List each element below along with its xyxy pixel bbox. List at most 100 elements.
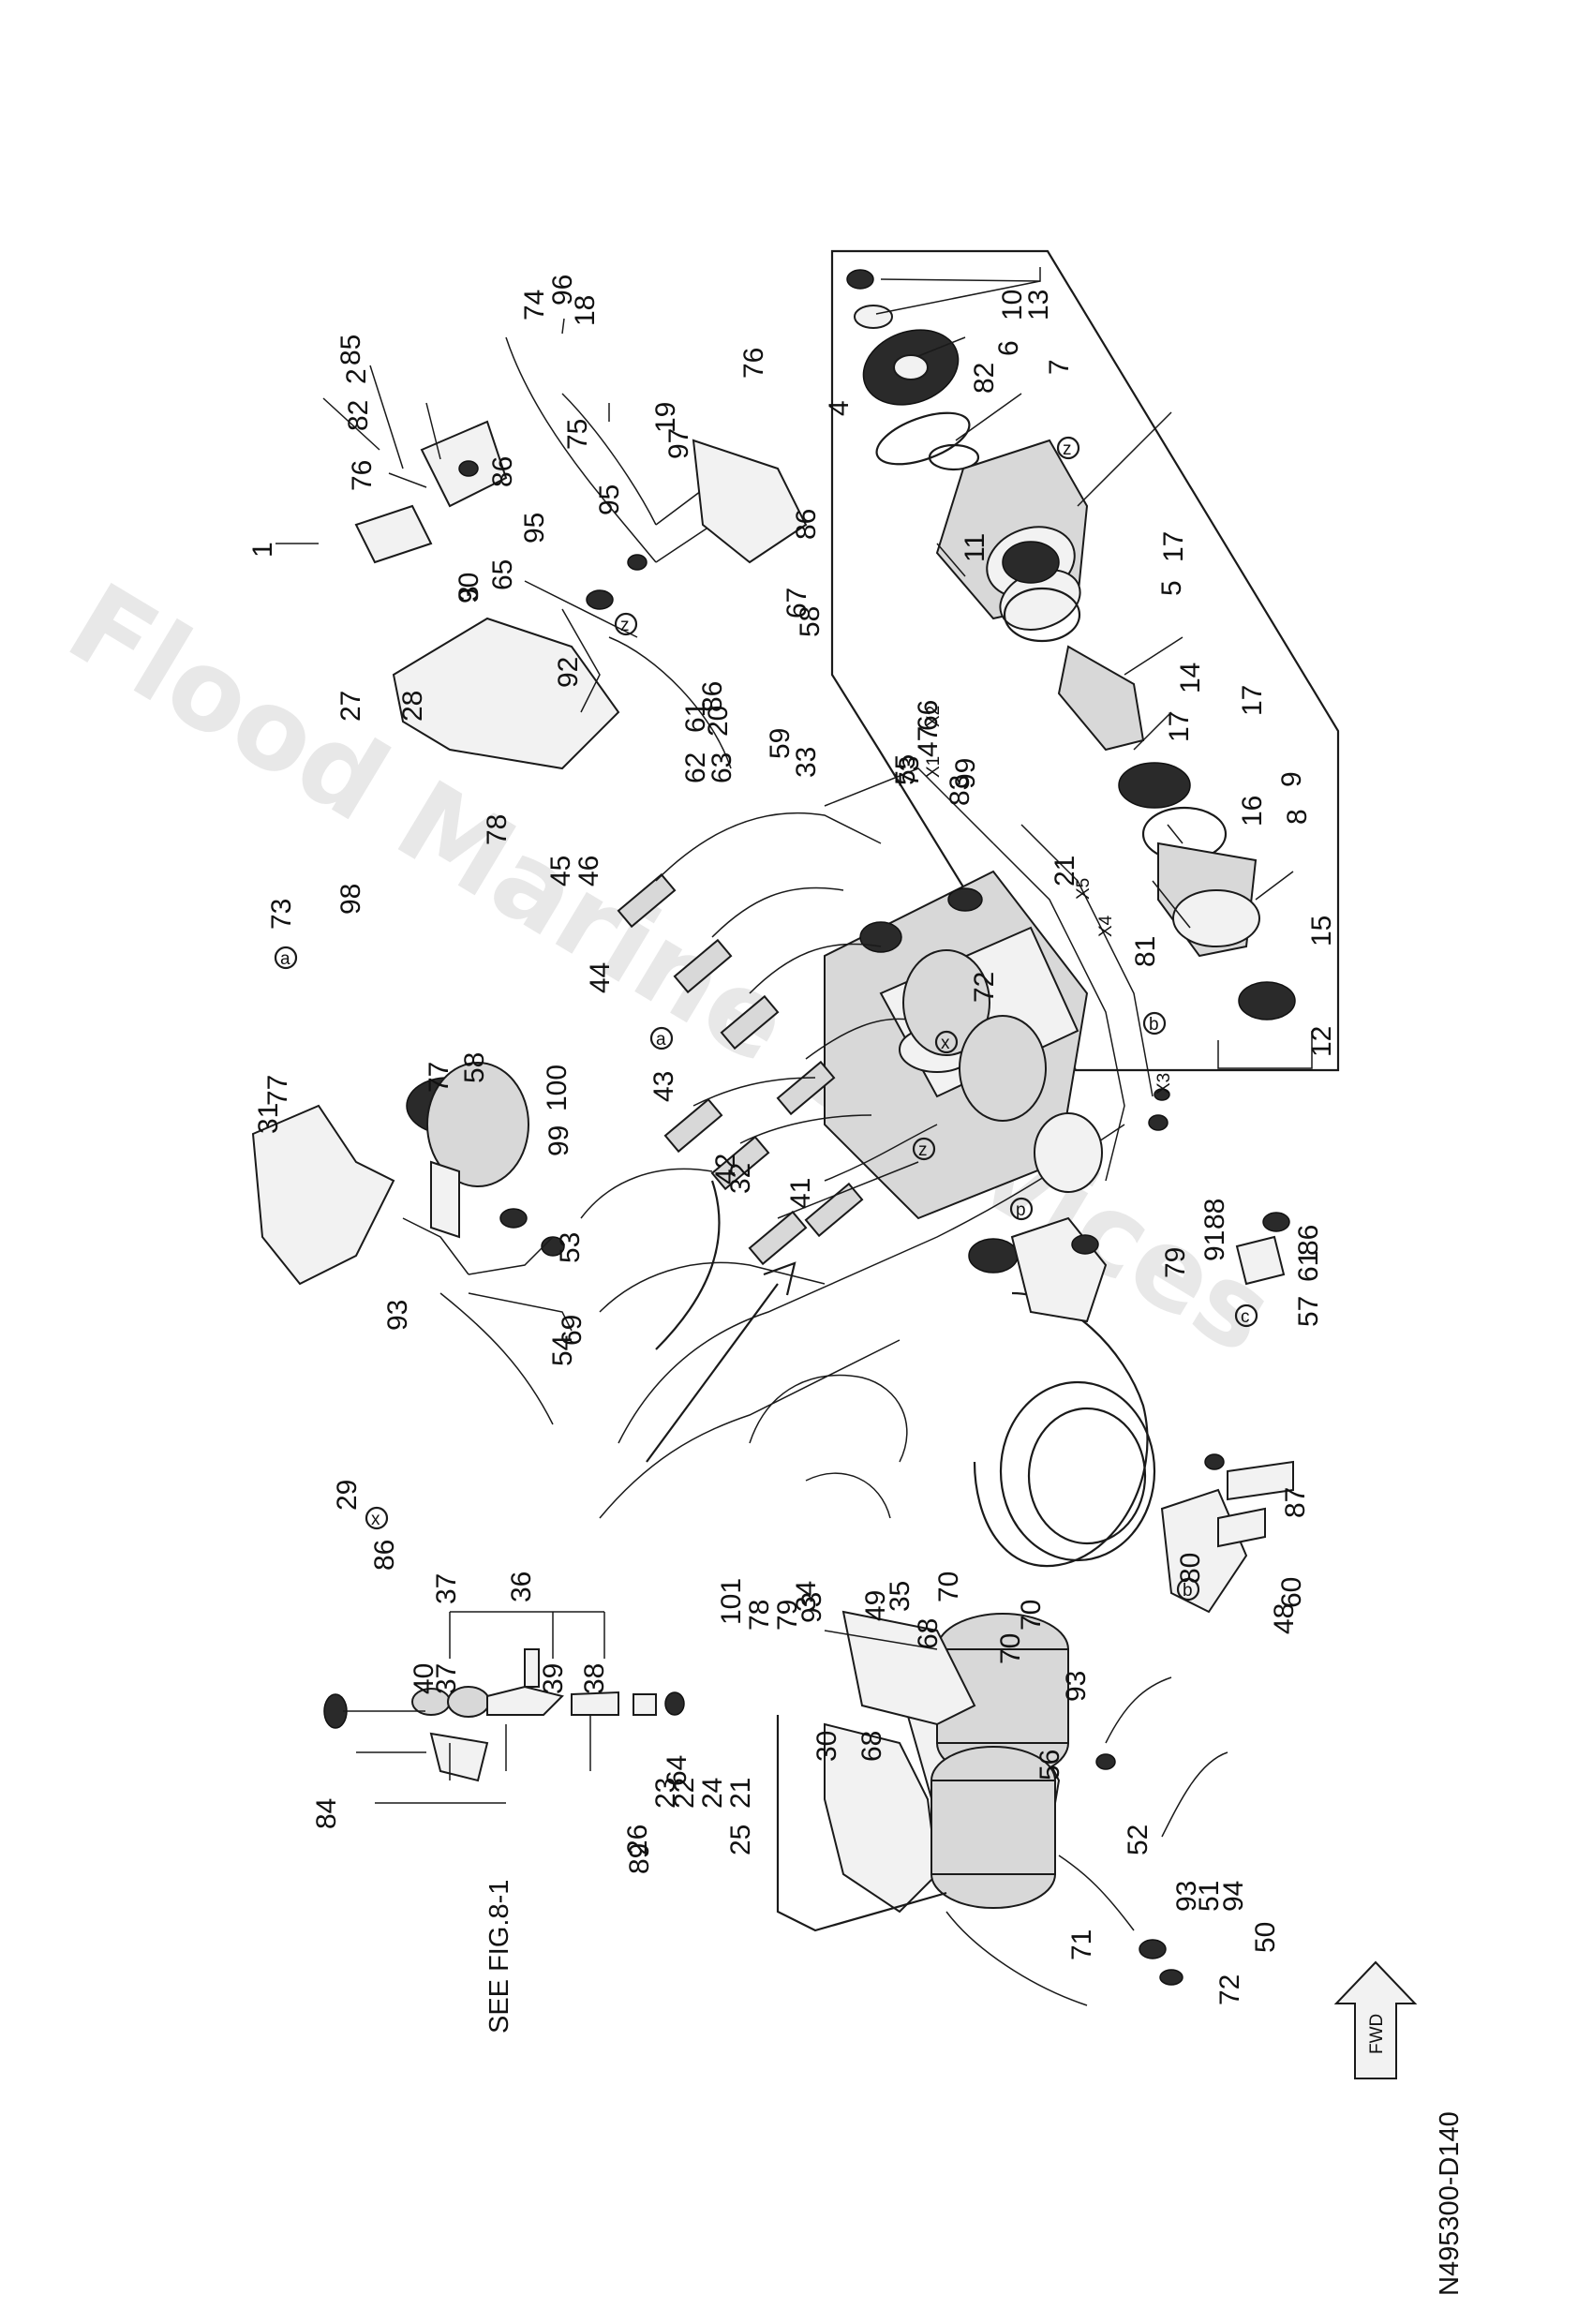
- part-label: 66: [913, 700, 944, 731]
- svg-text:x: x: [941, 1034, 950, 1053]
- part-label: 17: [1158, 531, 1189, 562]
- part-label: 99: [950, 758, 981, 789]
- part-label: 74: [519, 290, 550, 320]
- part-label: 37: [431, 1663, 462, 1694]
- x-mark-3: X3: [1154, 1073, 1174, 1095]
- part-label: 25: [725, 1825, 756, 1855]
- part-label: 34: [791, 1581, 822, 1612]
- part-label: 60: [1276, 1577, 1307, 1608]
- part-label: 21: [725, 1778, 756, 1809]
- svg-text:z: z: [1063, 439, 1072, 459]
- part-label: 59: [765, 728, 796, 759]
- part-label: 99: [543, 1125, 574, 1156]
- part-label: 100: [542, 1065, 573, 1111]
- part-label: 26: [622, 1825, 653, 1855]
- part-label: 56: [1035, 1750, 1065, 1780]
- part-label: 94: [1218, 1881, 1249, 1912]
- part-label: 70: [995, 1633, 1026, 1664]
- leader-lines: [275, 267, 1313, 1804]
- x-mark-5: X5: [1074, 878, 1094, 900]
- part-label: 16: [1237, 796, 1268, 827]
- part-label: 4: [824, 400, 855, 416]
- part-label: 75: [562, 419, 593, 450]
- part-label: 39: [538, 1663, 569, 1694]
- part-label: 3: [454, 586, 484, 602]
- part-label: 7: [1044, 359, 1075, 375]
- part-label: 45: [545, 856, 576, 886]
- part-label: 9: [1276, 771, 1307, 787]
- part-label: 36: [506, 1572, 537, 1602]
- svg-text:p: p: [1016, 1200, 1026, 1220]
- part-label: 82: [343, 400, 374, 431]
- part-label: 15: [1306, 916, 1337, 946]
- part-label: 58: [459, 1052, 490, 1083]
- part-label: 13: [1023, 290, 1054, 320]
- part-label: 47: [913, 726, 944, 757]
- pump-drive-inset-border: [830, 249, 1340, 1072]
- part-label: 24: [697, 1778, 728, 1809]
- part-label: 11: [960, 533, 990, 562]
- callout-z-1: z: [614, 612, 638, 636]
- callout-z-2: z: [1056, 436, 1080, 460]
- part-label: 17: [1164, 711, 1195, 742]
- part-label: 10: [997, 290, 1028, 320]
- part-label: 5: [1156, 580, 1187, 596]
- part-label: 18: [570, 295, 601, 326]
- part-label: 67: [782, 588, 812, 618]
- part-label: 91: [1199, 1230, 1230, 1261]
- part-label: 17: [1237, 685, 1268, 716]
- part-label: 30: [811, 1731, 842, 1762]
- part-label: 1: [247, 542, 278, 558]
- part-label: 79: [1160, 1247, 1191, 1278]
- x-mark-2: X2: [924, 706, 944, 727]
- see-figure-note: SEE FIG.8-1: [484, 1880, 514, 2034]
- x-marks: X1 X2 X3 X4 X5: [924, 706, 1174, 1095]
- callout-b-1: b: [1142, 1011, 1167, 1035]
- part-label: 72: [969, 972, 1000, 1003]
- part-label: 32: [725, 1163, 756, 1194]
- part-label: 83: [945, 775, 975, 806]
- part-label: 73: [266, 899, 297, 930]
- part-label: 46: [573, 856, 604, 886]
- bracket-right-group: [1160, 1453, 1294, 1614]
- part-label: 76: [738, 348, 769, 379]
- part-label: 37: [431, 1573, 462, 1604]
- callout-x-2: x: [934, 1030, 959, 1054]
- part-label: 61: [1293, 1251, 1324, 1282]
- upper-bracket-group: [354, 336, 808, 770]
- part-label: 77: [424, 1062, 454, 1093]
- part-label: 53: [555, 1232, 586, 1263]
- part-label: 62: [680, 752, 711, 783]
- svg-text:c: c: [1241, 1307, 1250, 1327]
- part-label: 92: [553, 657, 584, 688]
- svg-text:a: a: [656, 1030, 666, 1050]
- part-label: 55: [890, 754, 921, 785]
- part-label: 63: [707, 752, 737, 783]
- part-label: 68: [856, 1731, 887, 1762]
- part-label: 96: [547, 275, 578, 305]
- part-label: 38: [579, 1663, 610, 1694]
- part-label: 40: [409, 1663, 439, 1694]
- part-label: 51: [1194, 1881, 1225, 1912]
- fwd-arrow-label: FWD: [1367, 2014, 1387, 2054]
- svg-text:b: b: [1149, 1015, 1159, 1035]
- part-label: 58: [795, 606, 826, 637]
- part-label: 86: [791, 509, 822, 540]
- part-label: 93: [796, 1592, 827, 1623]
- part-label: 93: [382, 1300, 413, 1331]
- part-label: 101: [716, 1578, 747, 1625]
- x-mark-4: X4: [1096, 915, 1116, 937]
- callout-b-2: b: [1176, 1577, 1200, 1601]
- callout-c: c: [1234, 1304, 1258, 1328]
- part-label: 6: [993, 340, 1024, 356]
- part-label: 73: [894, 756, 925, 787]
- part-label: 95: [519, 513, 550, 544]
- part-label: 70: [1016, 1600, 1047, 1631]
- part-label: 85: [335, 335, 366, 365]
- fuel-filter-left-group: [251, 1062, 573, 1425]
- svg-text:z: z: [620, 616, 630, 635]
- part-label: 78: [482, 814, 513, 845]
- part-label: 86: [697, 681, 728, 712]
- part-label: 44: [585, 962, 616, 993]
